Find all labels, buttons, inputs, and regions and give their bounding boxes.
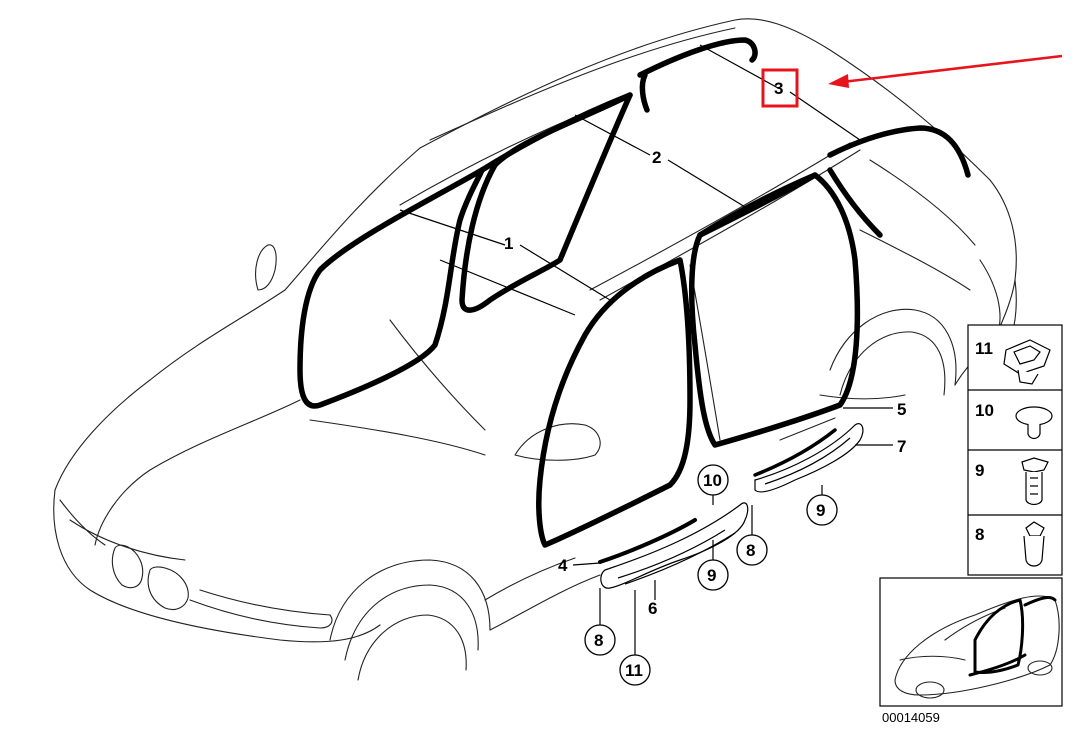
part-labels: 1 2 3 4 5 6 7	[504, 79, 906, 618]
label-part-1: 1	[504, 234, 513, 253]
circle-label-8-left: 8	[594, 631, 603, 650]
clip-9-icon	[1021, 457, 1049, 506]
car-body-outline	[53, 18, 1017, 681]
circle-label-11: 11	[625, 661, 643, 680]
circle-label-8-mid: 8	[746, 541, 755, 560]
clip-panel: 11 10 9 8	[967, 324, 1063, 576]
seal-roof-near	[697, 172, 818, 238]
label-part-7: 7	[897, 437, 906, 456]
sill-strip-front	[598, 518, 697, 564]
clip-label-9: 9	[975, 461, 984, 480]
clip-8-icon	[1023, 521, 1045, 567]
sill-front	[600, 502, 749, 589]
seal-c-pillar	[827, 167, 883, 238]
figure-number: 00014059	[882, 710, 940, 725]
clip-label-10: 10	[975, 401, 994, 420]
circled-labels: 8 11 10 9 8 9	[584, 464, 838, 686]
seal-rear-right-door	[689, 172, 861, 448]
clip-10-icon	[1015, 406, 1053, 440]
seal-roof-top	[637, 37, 758, 78]
label-part-2: 2	[652, 148, 661, 167]
seal-rear-left-door	[459, 92, 633, 313]
seal-front-left-door	[297, 167, 485, 409]
label-part-5: 5	[897, 400, 906, 419]
door-seals	[297, 37, 971, 548]
clip-11-icon	[1003, 339, 1051, 385]
highlight-arrow-icon	[841, 54, 1063, 84]
circle-label-9-left: 9	[707, 566, 716, 585]
clip-label-11: 11	[975, 339, 993, 358]
seal-front-right-door	[536, 257, 693, 548]
seal-roof-front	[479, 92, 633, 173]
overview-thumbnail	[879, 577, 1063, 707]
highlight-annotation	[761, 54, 1063, 108]
seal-rear-hatch	[827, 125, 971, 178]
circle-label-9-right: 9	[816, 501, 825, 520]
seal-b-pillar-far	[639, 72, 650, 113]
clip-label-8: 8	[975, 525, 984, 544]
label-part-4: 4	[558, 556, 568, 575]
sill-rear	[754, 423, 864, 493]
arrow-head-icon	[828, 74, 849, 88]
label-part-3: 3	[774, 79, 783, 98]
circle-label-10: 10	[703, 471, 722, 490]
label-part-6: 6	[648, 599, 657, 618]
sill-strip-rear	[753, 428, 837, 477]
sill-parts	[598, 417, 864, 589]
leader-lines	[399, 44, 893, 655]
highlight-box	[761, 68, 799, 108]
